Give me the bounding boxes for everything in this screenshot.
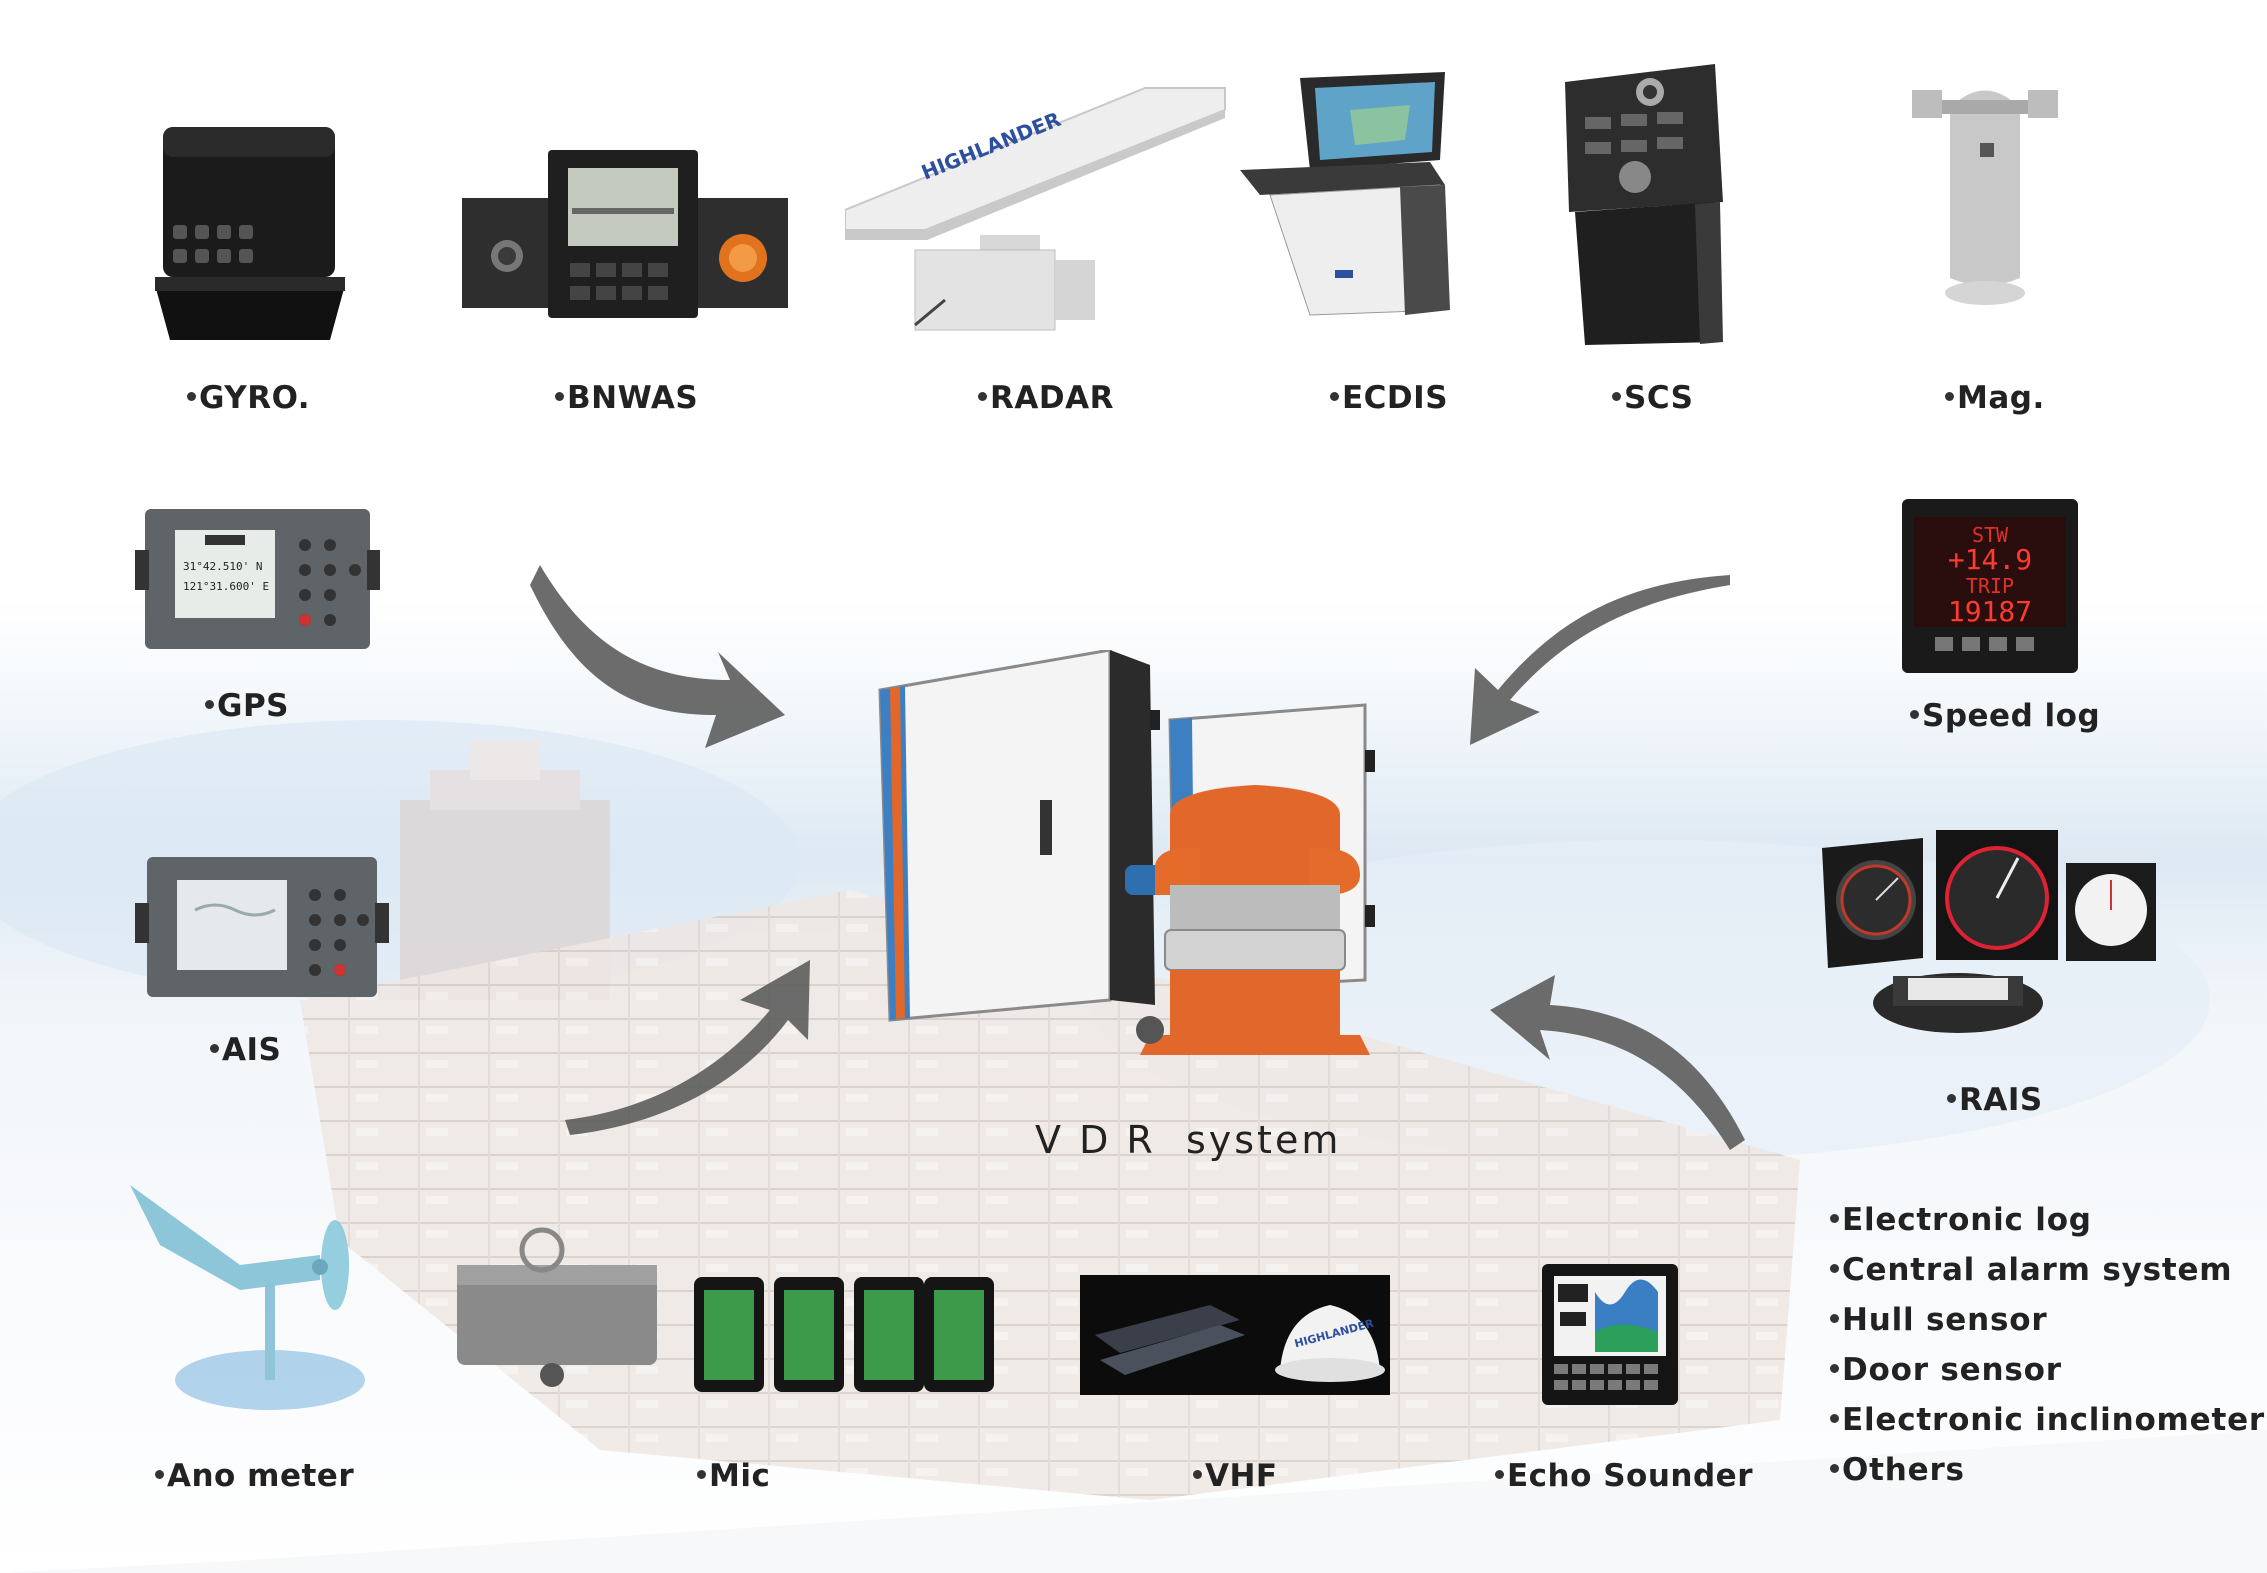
list-item-text: Hull sensor bbox=[1842, 1302, 2048, 1338]
list-item-text: Electronic inclinometer bbox=[1842, 1402, 2266, 1438]
radar-antenna-image: HIGHLANDER bbox=[845, 87, 1226, 331]
vhf-label: VHF bbox=[1193, 1458, 1278, 1494]
speed-log-label-text: Speed log bbox=[1922, 698, 2101, 734]
echo-sounder-label: Echo Sounder bbox=[1495, 1458, 1753, 1494]
mic-label-text: Mic bbox=[709, 1458, 771, 1494]
ais-label-text: AIS bbox=[222, 1032, 282, 1068]
list-item-text: Door sensor bbox=[1842, 1352, 2062, 1388]
bnwas-label: BNWAS bbox=[555, 380, 698, 416]
list-item: Hull sensor bbox=[1830, 1302, 2047, 1338]
list-item: Electronic inclinometer bbox=[1830, 1402, 2265, 1438]
ecdis-label: ECDIS bbox=[1330, 380, 1448, 416]
arrow-top-left-icon bbox=[530, 565, 785, 748]
ais-label: AIS bbox=[210, 1032, 281, 1068]
arrow-top-right-icon bbox=[1470, 575, 1730, 745]
list-item: Others bbox=[1830, 1452, 1965, 1488]
list-item: Central alarm system bbox=[1830, 1252, 2232, 1288]
microphone-units-image bbox=[457, 1227, 994, 1392]
list-item: Door sensor bbox=[1830, 1352, 2062, 1388]
speed-log-label: Speed log bbox=[1910, 698, 2100, 734]
vhf-label-text: VHF bbox=[1205, 1458, 1278, 1494]
ais-transponder-image bbox=[135, 857, 389, 997]
bullet-icon bbox=[1830, 1414, 1839, 1423]
speed-log-display-image: STW +14.9 TRIP 19187 bbox=[1902, 499, 2078, 673]
bullet-icon bbox=[1830, 1264, 1839, 1273]
bullet-icon bbox=[978, 392, 987, 401]
ecdis-console-image bbox=[1240, 72, 1450, 316]
rais-indicators-image bbox=[1822, 830, 2156, 1033]
bullet-icon bbox=[1612, 392, 1621, 401]
arrow-bottom-left-icon bbox=[565, 960, 810, 1135]
bullet-icon bbox=[155, 1470, 164, 1479]
gps-label-text: GPS bbox=[217, 688, 289, 724]
vdr-unit-image bbox=[878, 650, 1375, 1055]
mag-label: Mag. bbox=[1945, 380, 2045, 416]
bullet-icon bbox=[1193, 1470, 1202, 1479]
bullet-icon bbox=[1910, 710, 1919, 719]
bullet-icon bbox=[205, 700, 214, 709]
ecdis-label-text: ECDIS bbox=[1342, 380, 1449, 416]
speed-log-trip-value: 19187 bbox=[1948, 595, 2032, 628]
gyro-label: GYRO. bbox=[187, 380, 310, 416]
list-item-text: Central alarm system bbox=[1842, 1252, 2233, 1288]
bullet-icon bbox=[1330, 392, 1339, 401]
magnetic-compass-image bbox=[1912, 90, 2058, 305]
bullet-icon bbox=[1947, 1094, 1956, 1103]
bnwas-panel-image bbox=[462, 150, 788, 318]
speed-log-stw-text: STW bbox=[1972, 523, 2009, 547]
radar-label-text: RADAR bbox=[990, 380, 1114, 416]
bullet-icon bbox=[697, 1470, 706, 1479]
rais-label: RAIS bbox=[1947, 1082, 2043, 1118]
bullet-icon bbox=[1495, 1470, 1504, 1479]
bullet-icon bbox=[1830, 1464, 1839, 1473]
list-item-text: Electronic log bbox=[1842, 1202, 2092, 1238]
bullet-icon bbox=[210, 1044, 219, 1053]
ano-meter-label-text: Ano meter bbox=[167, 1458, 355, 1494]
vhf-equipment-image: HIGHLANDER bbox=[1080, 1275, 1390, 1395]
gps-lat-text: 31°42.510' N bbox=[183, 560, 262, 573]
gps-lon-text: 121°31.600' E bbox=[183, 580, 269, 593]
mag-label-text: Mag. bbox=[1957, 380, 2045, 416]
bullet-icon bbox=[1830, 1364, 1839, 1373]
echo-sounder-label-text: Echo Sounder bbox=[1507, 1458, 1753, 1494]
scs-steering-console-image bbox=[1565, 64, 1723, 345]
arrow-bottom-right-icon bbox=[1490, 975, 1745, 1150]
bullet-icon bbox=[1945, 392, 1954, 401]
speed-log-trip-text: TRIP bbox=[1966, 574, 2014, 598]
radar-label: RADAR bbox=[978, 380, 1114, 416]
echo-sounder-image bbox=[1542, 1264, 1678, 1405]
gps-receiver-image: 31°42.510' N 121°31.600' E bbox=[135, 509, 380, 649]
speed-log-speed-text: +14.9 bbox=[1948, 543, 2032, 576]
scs-label-text: SCS bbox=[1624, 380, 1694, 416]
mic-label: Mic bbox=[697, 1458, 770, 1494]
gyro-compass-image bbox=[155, 127, 345, 340]
rais-label-text: RAIS bbox=[1959, 1082, 2043, 1118]
gyro-label-text: GYRO. bbox=[199, 380, 311, 416]
gps-label: GPS bbox=[205, 688, 289, 724]
list-item: Electronic log bbox=[1830, 1202, 2092, 1238]
ano-meter-label: Ano meter bbox=[155, 1458, 354, 1494]
scs-label: SCS bbox=[1612, 380, 1693, 416]
bullet-icon bbox=[1830, 1214, 1839, 1223]
bnwas-label-text: BNWAS bbox=[567, 380, 699, 416]
vdr-caption: V D R system bbox=[1035, 1118, 1342, 1162]
list-item-text: Others bbox=[1842, 1452, 1965, 1488]
anemometer-image bbox=[130, 1185, 365, 1410]
bullet-icon bbox=[1830, 1314, 1839, 1323]
bullet-icon bbox=[555, 392, 564, 401]
bullet-icon bbox=[187, 392, 196, 401]
